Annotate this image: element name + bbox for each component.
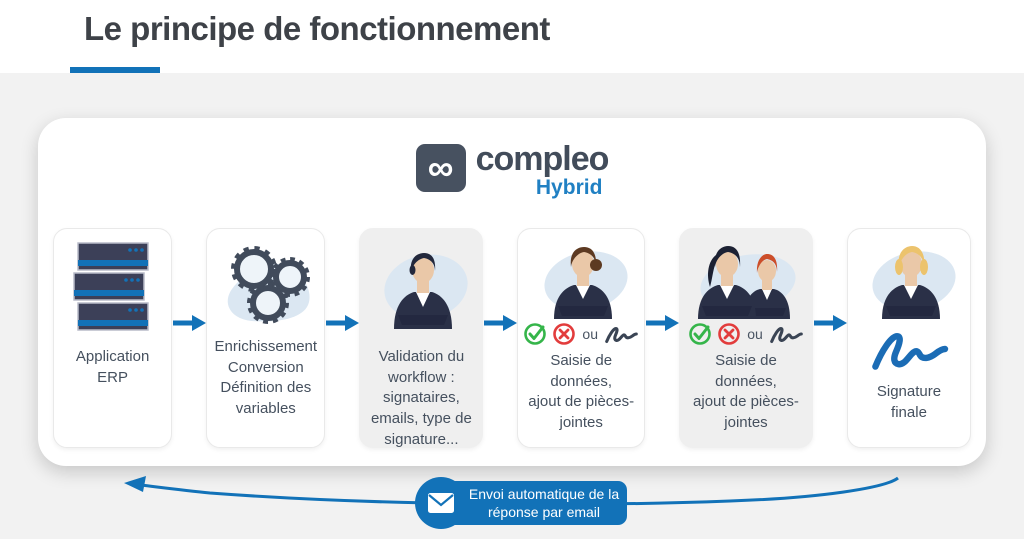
flow-arrow <box>645 228 679 448</box>
diagram-canvas: ∞ compleo Hybrid <box>38 118 986 466</box>
logo-variant: Hybrid <box>535 175 603 199</box>
flow-arrow <box>813 228 847 448</box>
infinity-logo-icon: ∞ <box>415 144 466 192</box>
page-title: Le principe de fonctionnement <box>84 10 550 47</box>
person-icon <box>526 241 636 319</box>
step-label: Saisie de données, ajout de pièces- join… <box>693 352 799 432</box>
person-headset-icon <box>366 241 476 333</box>
infinity-glyph: ∞ <box>427 147 454 188</box>
step-saisie-donnees-1[interactable]: ou Saisie de données, ajout de pièces- j… <box>517 228 645 448</box>
two-persons-icon <box>686 241 806 319</box>
step-validation-workflow[interactable]: Validation du workflow : signataires, em… <box>359 228 484 448</box>
flow-arrow <box>325 228 360 448</box>
server-icon <box>70 241 156 333</box>
email-response-badge: Envoi automatique de la réponse par emai… <box>415 477 627 529</box>
signature-icon <box>869 325 949 378</box>
step-label: Validation du workflow : signataires, em… <box>370 348 472 448</box>
signature-small-icon <box>605 327 638 344</box>
ou-label: ou <box>747 326 763 342</box>
flow-arrow <box>483 228 518 448</box>
person-woman-ponytail <box>697 246 756 319</box>
decision-icons-row: ou <box>524 321 638 347</box>
compleo-hybrid-logo: ∞ compleo Hybrid <box>38 140 986 199</box>
step-enrichissement[interactable]: Enrichissement Conversion Définition des… <box>206 228 326 448</box>
step-signature-finale[interactable]: Signature finale <box>846 228 971 448</box>
envelope-icon <box>415 477 467 529</box>
logo-name: compleo <box>475 140 610 178</box>
check-circle-icon <box>689 323 711 345</box>
cross-circle-icon <box>553 323 576 345</box>
flow-arrow <box>172 228 207 448</box>
step-saisie-donnees-2[interactable]: ou Saisie de données, ajout de pièces- j… <box>678 228 813 448</box>
step-label: Saisie de données, ajout de pièces- join… <box>528 352 635 432</box>
person-blonde-icon <box>854 241 964 319</box>
top-bar <box>0 0 1024 73</box>
cross-circle-icon <box>718 323 740 345</box>
check-circle-icon <box>524 323 547 345</box>
step-label: Enrichissement Conversion Définition des… <box>214 338 318 418</box>
signature-small-icon <box>769 327 803 344</box>
step-label: Application ERP <box>75 348 150 386</box>
step-application-erp[interactable]: Application ERP <box>53 228 173 448</box>
title-underline <box>70 67 160 73</box>
badge-text: Envoi automatique de la réponse par emai… <box>468 485 620 520</box>
gears-icon <box>214 241 318 333</box>
ou-label: ou <box>582 326 598 342</box>
decision-icons-row: ou <box>689 321 803 347</box>
workflow-steps: Application ERP E <box>53 228 971 448</box>
step-label: Signature finale <box>876 383 942 421</box>
